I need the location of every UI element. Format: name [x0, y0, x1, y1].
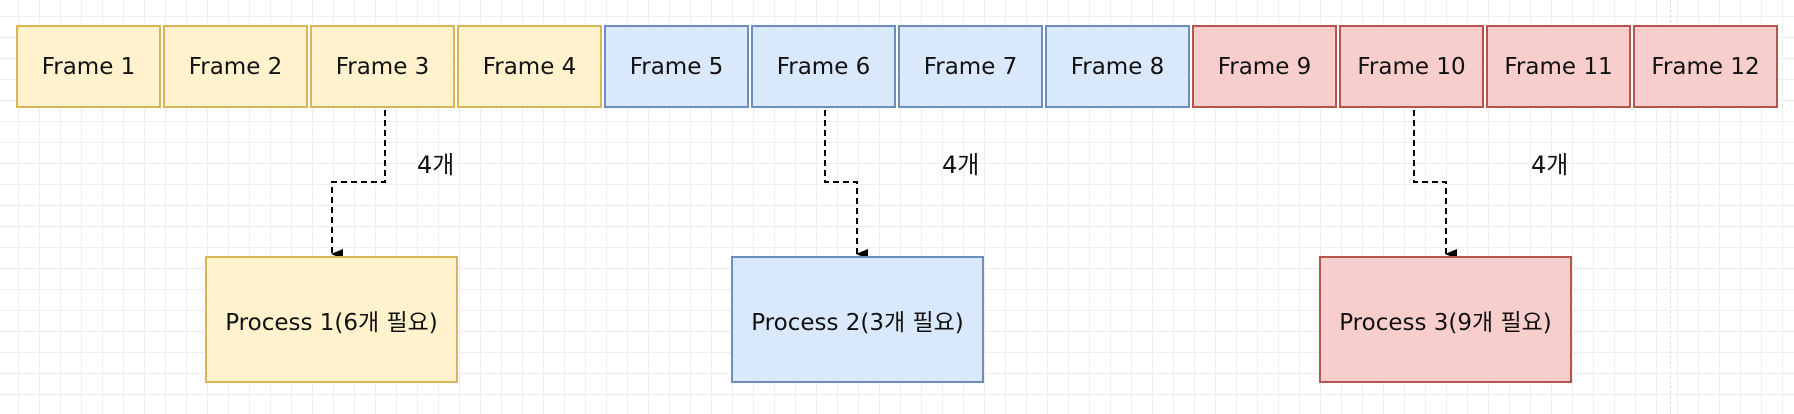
process-1-label: Process 1(6개 필요): [225, 309, 438, 336]
frame-5[interactable]: Frame 5: [604, 25, 749, 108]
frame-1-label: Frame 1: [41, 53, 136, 80]
frame-12[interactable]: Frame 12: [1633, 25, 1778, 108]
page-guide-line: [1670, 0, 1671, 414]
process-3-label: Process 3(9개 필요): [1339, 309, 1552, 336]
frame-3[interactable]: Frame 3: [310, 25, 455, 108]
frame-6-label: Frame 6: [776, 53, 871, 80]
frame-7[interactable]: Frame 7: [898, 25, 1043, 108]
process-3-box[interactable]: Process 3(9개 필요): [1319, 256, 1572, 383]
frame-2[interactable]: Frame 2: [163, 25, 308, 108]
process-1-box[interactable]: Process 1(6개 필요): [205, 256, 458, 383]
connector-frame6-process2: [824, 110, 868, 259]
frame-8[interactable]: Frame 8: [1045, 25, 1190, 108]
frame-9[interactable]: Frame 9: [1192, 25, 1337, 108]
frame-2-label: Frame 2: [188, 53, 283, 80]
count-label-3: 4개: [1531, 151, 1569, 179]
frame-9-label: Frame 9: [1217, 53, 1312, 80]
count-label-1: 4개: [417, 151, 455, 179]
count-label-2: 4개: [942, 151, 980, 179]
frame-5-label: Frame 5: [629, 53, 724, 80]
frame-3-label: Frame 3: [335, 53, 430, 80]
connector-frame10-process3: [1413, 110, 1457, 259]
process-2-label: Process 2(3개 필요): [751, 309, 964, 336]
frame-11[interactable]: Frame 11: [1486, 25, 1631, 108]
process-2-box[interactable]: Process 2(3개 필요): [731, 256, 984, 383]
frame-4[interactable]: Frame 4: [457, 25, 602, 108]
frame-6[interactable]: Frame 6: [751, 25, 896, 108]
frame-1[interactable]: Frame 1: [16, 25, 161, 108]
frame-8-label: Frame 8: [1070, 53, 1165, 80]
frame-7-label: Frame 7: [923, 53, 1018, 80]
frame-11-label: Frame 11: [1504, 53, 1613, 80]
frame-10[interactable]: Frame 10: [1339, 25, 1484, 108]
frame-10-label: Frame 10: [1357, 53, 1466, 80]
connector-frame3-process1: [331, 110, 386, 259]
frame-12-label: Frame 12: [1651, 53, 1760, 80]
frame-4-label: Frame 4: [482, 53, 577, 80]
